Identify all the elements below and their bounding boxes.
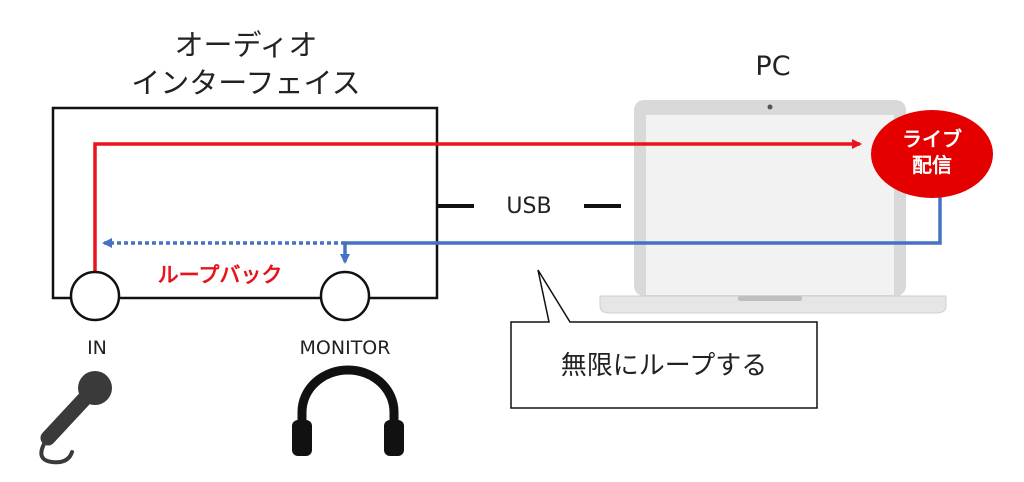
laptop-screen (646, 115, 894, 295)
laptop-notch (738, 296, 802, 301)
interface-title-line2: インターフェイス (131, 66, 360, 100)
monitor-jack-label: MONITOR (300, 337, 391, 359)
return-signal-line (340, 197, 942, 264)
usb-label: USB (506, 194, 551, 219)
pc-title: PC (755, 51, 790, 82)
in-jack (69, 270, 121, 322)
microphone-icon (39, 371, 112, 465)
send-signal-line (93, 139, 862, 272)
monitor-jack (319, 270, 371, 322)
interface-title-line1: オーディオ (175, 28, 318, 62)
live-stream-badge (871, 110, 993, 198)
callout-text: 無限にループする (561, 351, 767, 381)
laptop-base (599, 295, 947, 314)
live-badge-line2: 配信 (912, 153, 952, 177)
audio-interface-box (51, 106, 439, 300)
camera-dot (767, 104, 773, 110)
loopback-label: ループバック (158, 263, 283, 287)
callout-bubble (510, 269, 818, 409)
in-jack-label: IN (87, 337, 107, 359)
live-badge-line1: ライブ (902, 127, 962, 151)
headphones-icon (292, 365, 404, 456)
